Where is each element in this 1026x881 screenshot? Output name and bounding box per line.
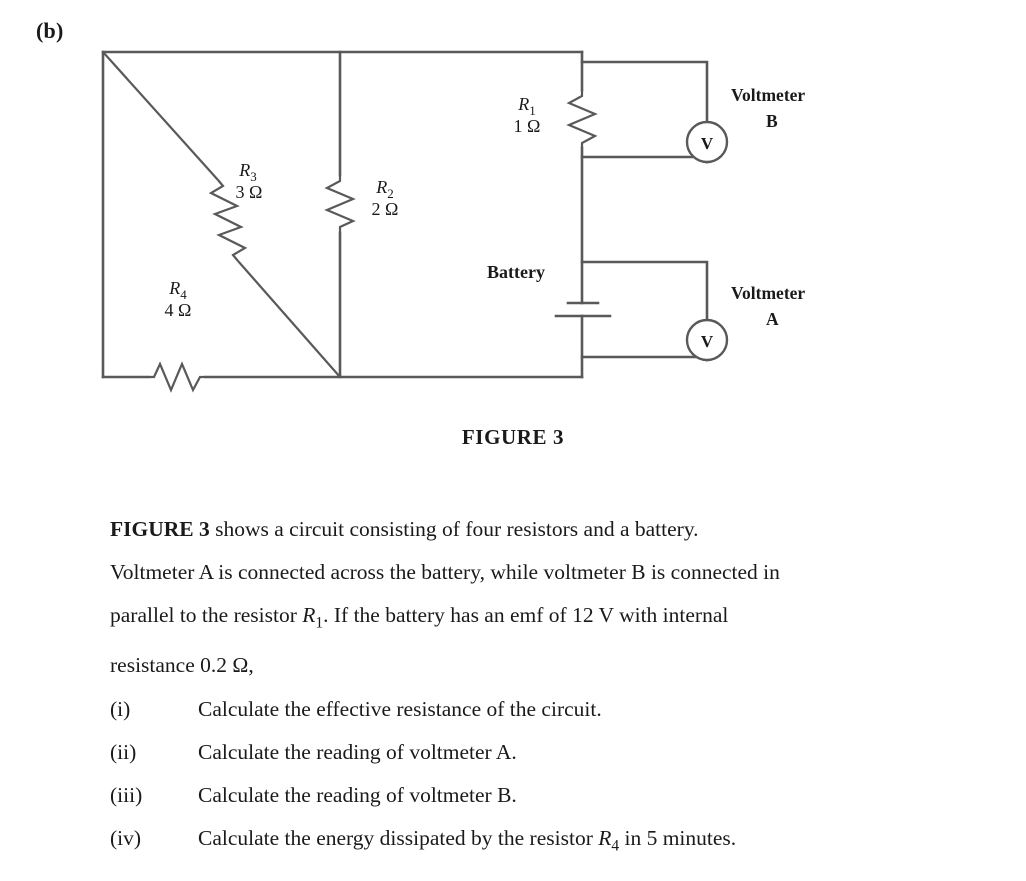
voltmeter-b-circle <box>685 120 729 164</box>
item-text-a: Calculate the energy dissipated by the r… <box>198 826 599 850</box>
prose-line-3: parallel to the resistor R1. If the batt… <box>110 594 920 644</box>
list-item: (ii) Calculate the reading of voltmeter … <box>110 731 950 774</box>
resistor-r2-value: 2 Ω <box>372 199 399 219</box>
resistor-r1-value: 1 Ω <box>514 116 541 136</box>
item-text-a: Calculate the reading of voltmeter A. <box>198 740 517 764</box>
list-item: (i) Calculate the effective resistance o… <box>110 688 950 731</box>
prose-line-4: resistance 0.2 Ω, <box>110 653 254 678</box>
resistor-r3-symbol <box>208 179 248 262</box>
wire-r3-bottom-lead <box>237 260 341 378</box>
resistor-r4-symbol <box>148 361 206 393</box>
resistor-r1-symbol <box>566 90 598 148</box>
item-text: Calculate the energy dissipated by the r… <box>198 817 950 867</box>
voltmeter-a-circle <box>685 318 729 362</box>
item-text: Calculate the effective resistance of th… <box>198 688 950 738</box>
figure-caption-wrap: FIGURE 3 <box>0 425 1026 450</box>
item-text: Calculate the reading of voltmeter B. <box>198 774 950 824</box>
voltmeter-b-symbol: V <box>701 134 714 153</box>
resistor-r1-subscript: 1 <box>529 103 536 118</box>
item-marker: (iii) <box>110 783 143 807</box>
item-var: R <box>598 826 612 850</box>
resistor-r4-name: R <box>168 278 180 298</box>
voltmeter-b-label-line2: B <box>766 111 778 131</box>
resistor-r1-label: R1 <box>517 94 536 118</box>
item-text-b: in 5 minutes. <box>619 826 737 850</box>
item-marker: (ii) <box>110 740 137 764</box>
circuit-diagram: V Voltmeter B V Voltmeter A R1 1 Ω R2 2 … <box>0 30 1026 410</box>
resistor-r4-label: R4 <box>168 278 187 302</box>
item-text-a: Calculate the reading of voltmeter B. <box>198 783 517 807</box>
wire-voltmeter-b-top <box>580 60 709 124</box>
voltmeter-a-label-line2: A <box>766 309 779 329</box>
sub-question-list: (i) Calculate the effective resistance o… <box>110 688 950 860</box>
prose-figure-ref: FIGURE 3 <box>110 517 210 541</box>
resistor-r3-subscript: 3 <box>250 169 257 184</box>
prose-line-2: Voltmeter A is connected across the batt… <box>110 560 780 584</box>
wire-voltmeter-a-top <box>580 260 709 322</box>
resistor-r3-name: R <box>238 160 250 180</box>
resistor-r3-value: 3 Ω <box>236 182 263 202</box>
wire-r3-top-lead <box>102 51 219 181</box>
resistor-r2-name: R <box>375 177 387 197</box>
resistor-r3-label: R3 <box>238 160 257 184</box>
circuit-svg: V Voltmeter B V Voltmeter A R1 1 Ω R2 2 … <box>101 50 805 393</box>
list-item: (iv) Calculate the energy dissipated by … <box>110 817 950 860</box>
item-marker: (iv) <box>110 826 142 850</box>
resistor-r4-value: 4 Ω <box>165 300 192 320</box>
item-text-a: Calculate the effective resistance of th… <box>198 697 602 721</box>
resistor-r1-name: R <box>517 94 529 114</box>
resistor-r4-subscript: 4 <box>180 287 187 302</box>
resistor-r2-symbol <box>324 175 356 233</box>
voltmeter-a-label-line1: Voltmeter <box>731 283 805 303</box>
question-prose: FIGURE 3 shows a circuit consisting of f… <box>110 508 920 687</box>
prose-line-3-b: . If the battery has an emf of 12 V with… <box>323 603 729 627</box>
prose-line-3-a: parallel to the resistor <box>110 603 303 627</box>
figure-caption: FIGURE 3 <box>461 425 565 449</box>
item-marker: (i) <box>110 697 131 721</box>
item-sub: 4 <box>611 837 620 855</box>
voltmeter-a-symbol: V <box>701 332 714 351</box>
list-item: (iii) Calculate the reading of voltmeter… <box>110 774 950 817</box>
voltmeter-b-label-line1: Voltmeter <box>731 85 805 105</box>
prose-line-1-rest: shows a circuit consisting of four resis… <box>209 517 699 541</box>
part-label: (b) <box>36 18 64 43</box>
battery-label: Battery <box>487 262 545 282</box>
prose-line-1: FIGURE 3 shows a circuit consisting of f… <box>110 508 920 551</box>
resistor-r2-label: R2 <box>375 177 394 201</box>
prose-line-3-sub: 1 <box>315 614 324 632</box>
resistor-r2-subscript: 2 <box>387 186 394 201</box>
prose-line-3-var: R <box>302 603 316 627</box>
item-text: Calculate the reading of voltmeter A. <box>198 731 950 781</box>
